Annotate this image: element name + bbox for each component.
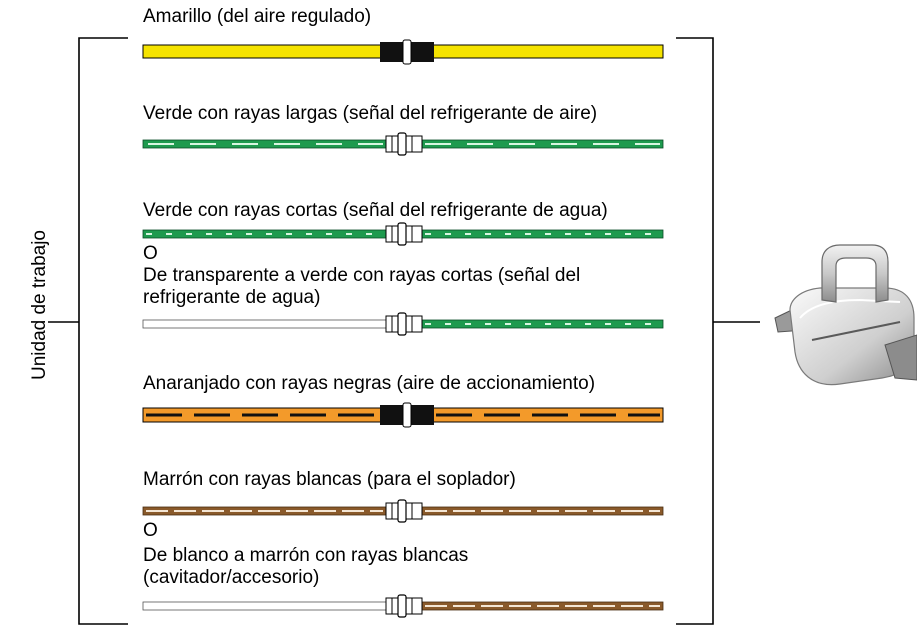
tube-brown-white-stripes <box>142 499 664 523</box>
or-separator-2: O <box>143 520 158 541</box>
side-label-text: Unidad de trabajo <box>29 230 50 380</box>
small-connector-icon <box>385 222 423 246</box>
tube-label-orange: Anaranjado con rayas negras (aire de acc… <box>143 373 596 394</box>
tube-yellow <box>142 39 664 65</box>
right-bracket <box>676 37 760 625</box>
tube-clear-to-green <box>142 312 664 336</box>
tube-label-yellow: Amarillo (del aire regulado) <box>143 6 372 27</box>
tube-white-to-brown <box>142 594 664 618</box>
tube-label-white-to-brown: De blanco a marrón con rayas blancas (ca… <box>143 545 469 588</box>
or-separator: O <box>143 243 158 264</box>
small-connector-icon <box>385 312 423 336</box>
tube-label-green-short: Verde con rayas cortas (señal del refrig… <box>143 200 608 221</box>
handpiece-connector-icon <box>774 244 917 386</box>
tube-label-brown: Marrón con rayas blancas (para el soplad… <box>143 469 516 490</box>
tube-label-clear-to-green: De transparente a verde con rayas cortas… <box>143 265 581 308</box>
tube-label-green-long: Verde con rayas largas (señal del refrig… <box>143 103 598 124</box>
tube-green-short-stripes <box>142 222 664 246</box>
small-connector-icon <box>385 132 423 156</box>
tube-green-long-stripes <box>142 132 664 156</box>
tube-orange-black-stripes <box>142 402 664 428</box>
left-bracket <box>48 37 128 625</box>
small-connector-icon <box>385 499 423 523</box>
small-connector-icon <box>385 594 423 618</box>
